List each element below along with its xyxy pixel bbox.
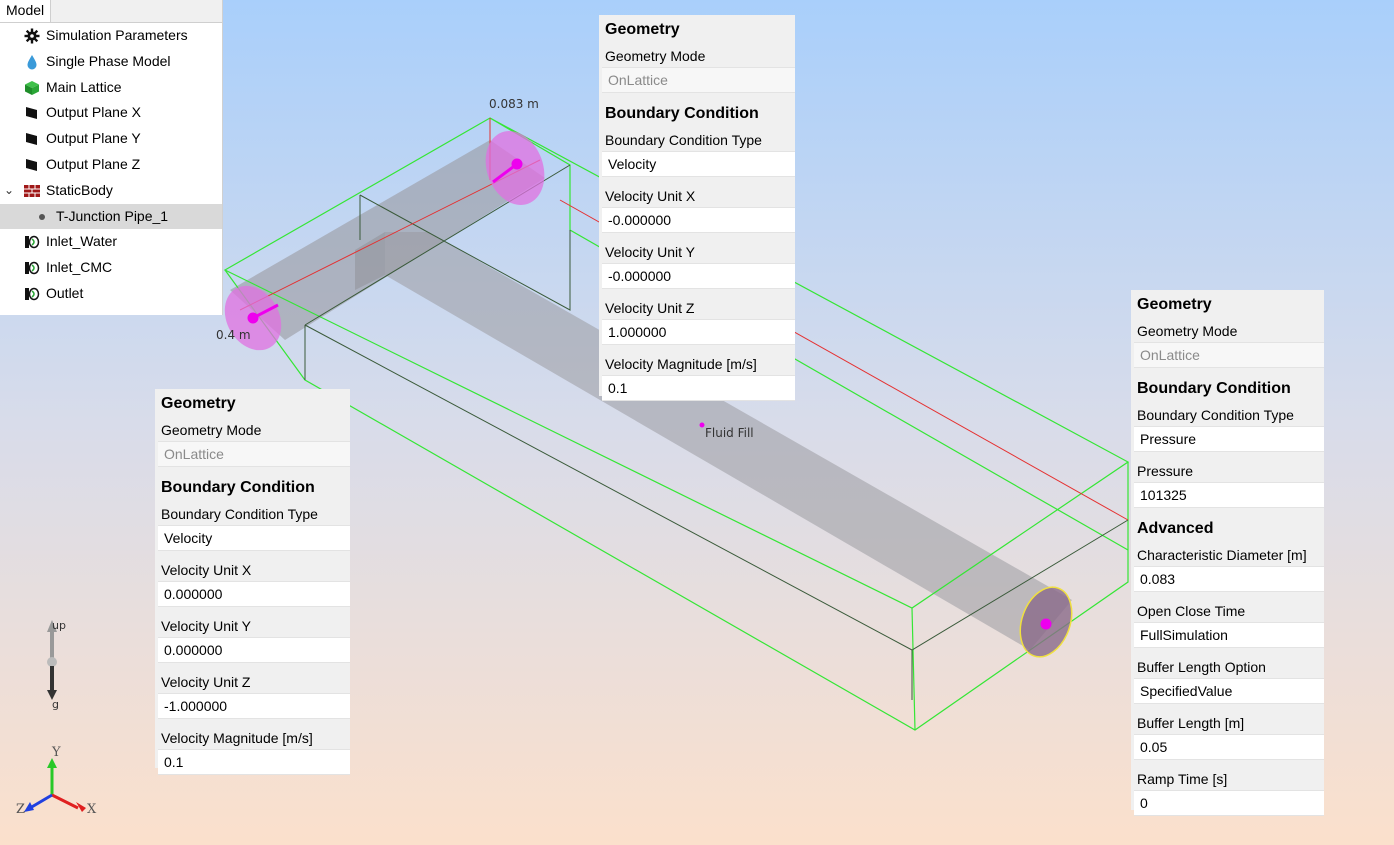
- tree-item-simulation-parameters[interactable]: Simulation Parameters: [0, 23, 222, 49]
- tree-item-inlet-cmc[interactable]: Inlet_CMC: [0, 255, 222, 281]
- chevron-down-icon[interactable]: ⌄: [4, 182, 15, 197]
- axis-z-label: Z: [16, 802, 26, 817]
- tree-item-single-phase-model[interactable]: Single Phase Model: [0, 49, 222, 75]
- tree-item-label: StaticBody: [46, 181, 113, 198]
- tree-item-main-lattice[interactable]: Main Lattice: [0, 75, 222, 101]
- tree-item-label: Output Plane Y: [46, 130, 141, 147]
- bc-type-label: Boundary Condition Type: [605, 132, 762, 148]
- bc-type-dropdown[interactable]: Velocity: [158, 525, 350, 551]
- velocity-z-field[interactable]: 1.000000: [602, 319, 795, 345]
- tree-item-label: Inlet_CMC: [46, 259, 113, 276]
- up-label: up: [52, 619, 66, 632]
- inlet-cmc-properties-panel: Geometry Geometry Mode OnLattice Boundar…: [155, 389, 350, 775]
- tree-item-label: Inlet_Water: [46, 233, 118, 250]
- geometry-header: Geometry: [605, 21, 680, 38]
- axis-x-label: X: [87, 802, 97, 817]
- geometry-header: Geometry: [161, 395, 236, 412]
- bc-type-dropdown[interactable]: Pressure: [1134, 426, 1324, 452]
- tree-item-label: Outlet: [46, 284, 84, 301]
- boundary-condition-header: Boundary Condition: [605, 105, 759, 122]
- buffer-length-option-label: Buffer Length Option: [1137, 659, 1266, 675]
- ramp-time-field[interactable]: 0: [1134, 790, 1324, 816]
- buffer-length-field[interactable]: 0.05: [1134, 734, 1324, 760]
- velocity-x-label: Velocity Unit X: [161, 562, 252, 578]
- characteristic-diameter-field[interactable]: 0.083: [1134, 566, 1324, 592]
- geometry-mode-label: Geometry Mode: [605, 48, 706, 64]
- pipe-main-body[interactable]: [385, 232, 1072, 650]
- tree-item-label: Output Plane Z: [46, 155, 141, 172]
- dimension-label-top: 0.083 m: [489, 97, 539, 111]
- tree-item-label: T-Junction Pipe_1: [56, 207, 169, 224]
- tree-item-label: Simulation Parameters: [46, 27, 188, 43]
- tree-item-outlet[interactable]: Outlet: [0, 281, 222, 307]
- tree-item-output-plane-x[interactable]: Output Plane X: [0, 100, 222, 126]
- geometry-header: Geometry: [1137, 296, 1212, 313]
- fluid-fill-label: Fluid Fill: [705, 426, 754, 440]
- velocity-z-label: Velocity Unit Z: [605, 300, 695, 316]
- velocity-x-field[interactable]: -0.000000: [602, 207, 795, 233]
- bc-type-label: Boundary Condition Type: [1137, 407, 1294, 423]
- velocity-y-field[interactable]: -0.000000: [602, 263, 795, 289]
- advanced-header: Advanced: [1137, 520, 1214, 537]
- velocity-x-field[interactable]: 0.000000: [158, 581, 350, 607]
- velocity-z-field[interactable]: -1.000000: [158, 693, 350, 719]
- tab-model[interactable]: Model: [0, 0, 52, 22]
- velocity-y-label: Velocity Unit Y: [605, 244, 696, 260]
- geometry-mode-field[interactable]: OnLattice: [158, 441, 350, 467]
- open-close-time-dropdown[interactable]: FullSimulation: [1134, 622, 1324, 648]
- velocity-y-label: Velocity Unit Y: [161, 618, 252, 634]
- tree-item-label: Single Phase Model: [46, 52, 171, 69]
- tree-tabbar: Model: [0, 0, 222, 23]
- tree-item-label: Main Lattice: [46, 78, 122, 95]
- tree-item-output-plane-z[interactable]: Output Plane Z: [0, 152, 222, 178]
- buffer-length-label: Buffer Length [m]: [1137, 715, 1245, 731]
- geometry-mode-label: Geometry Mode: [1137, 323, 1238, 339]
- bc-type-dropdown[interactable]: Velocity: [602, 151, 795, 177]
- velocity-y-field[interactable]: 0.000000: [158, 637, 350, 663]
- velocity-x-label: Velocity Unit X: [605, 188, 696, 204]
- velocity-magnitude-label: Velocity Magnitude [m/s]: [161, 730, 313, 746]
- boundary-condition-header: Boundary Condition: [1137, 380, 1291, 397]
- inlet-water-properties-panel: Geometry Geometry Mode OnLattice Boundar…: [599, 15, 795, 401]
- dimension-label-left: 0.4 m: [216, 328, 251, 342]
- geometry-mode-field[interactable]: OnLattice: [602, 67, 795, 93]
- velocity-magnitude-field[interactable]: 0.1: [158, 749, 350, 775]
- pressure-label: Pressure: [1137, 463, 1194, 479]
- tree-item-t-junction-pipe-1[interactable]: T-Junction Pipe_1: [0, 203, 222, 230]
- fluid-fill-marker[interactable]: [699, 422, 705, 428]
- geometry-mode-field[interactable]: OnLattice: [1134, 342, 1324, 368]
- tree-item-output-plane-y[interactable]: Output Plane Y: [0, 126, 222, 152]
- bc-type-label: Boundary Condition Type: [161, 506, 318, 522]
- axis-y-label: Y: [52, 745, 61, 760]
- tree-item-inlet-water[interactable]: Inlet_Water: [0, 229, 222, 255]
- tree-item-staticbody[interactable]: ⌄ StaticBody: [0, 178, 222, 204]
- velocity-magnitude-field[interactable]: 0.1: [602, 375, 795, 401]
- ramp-time-label: Ramp Time [s]: [1137, 771, 1228, 787]
- tree-item-label: Output Plane X: [46, 104, 141, 121]
- outlet-properties-panel: Geometry Geometry Mode OnLattice Boundar…: [1131, 290, 1324, 816]
- gravity-label: g: [52, 698, 59, 711]
- characteristic-diameter-label: Characteristic Diameter [m]: [1137, 547, 1307, 563]
- gravity-indicator: [47, 620, 57, 700]
- geometry-mode-label: Geometry Mode: [161, 422, 262, 438]
- outlet-handle[interactable]: [1040, 618, 1052, 630]
- pipe-branch-body[interactable]: [230, 140, 545, 340]
- axis-triad: [24, 758, 86, 812]
- buffer-length-option-dropdown[interactable]: SpecifiedValue: [1134, 678, 1324, 704]
- open-close-time-label: Open Close Time: [1137, 603, 1246, 619]
- velocity-magnitude-label: Velocity Magnitude [m/s]: [605, 356, 757, 372]
- velocity-z-label: Velocity Unit Z: [161, 674, 251, 690]
- pressure-field[interactable]: 101325: [1134, 482, 1324, 508]
- boundary-condition-header: Boundary Condition: [161, 479, 315, 496]
